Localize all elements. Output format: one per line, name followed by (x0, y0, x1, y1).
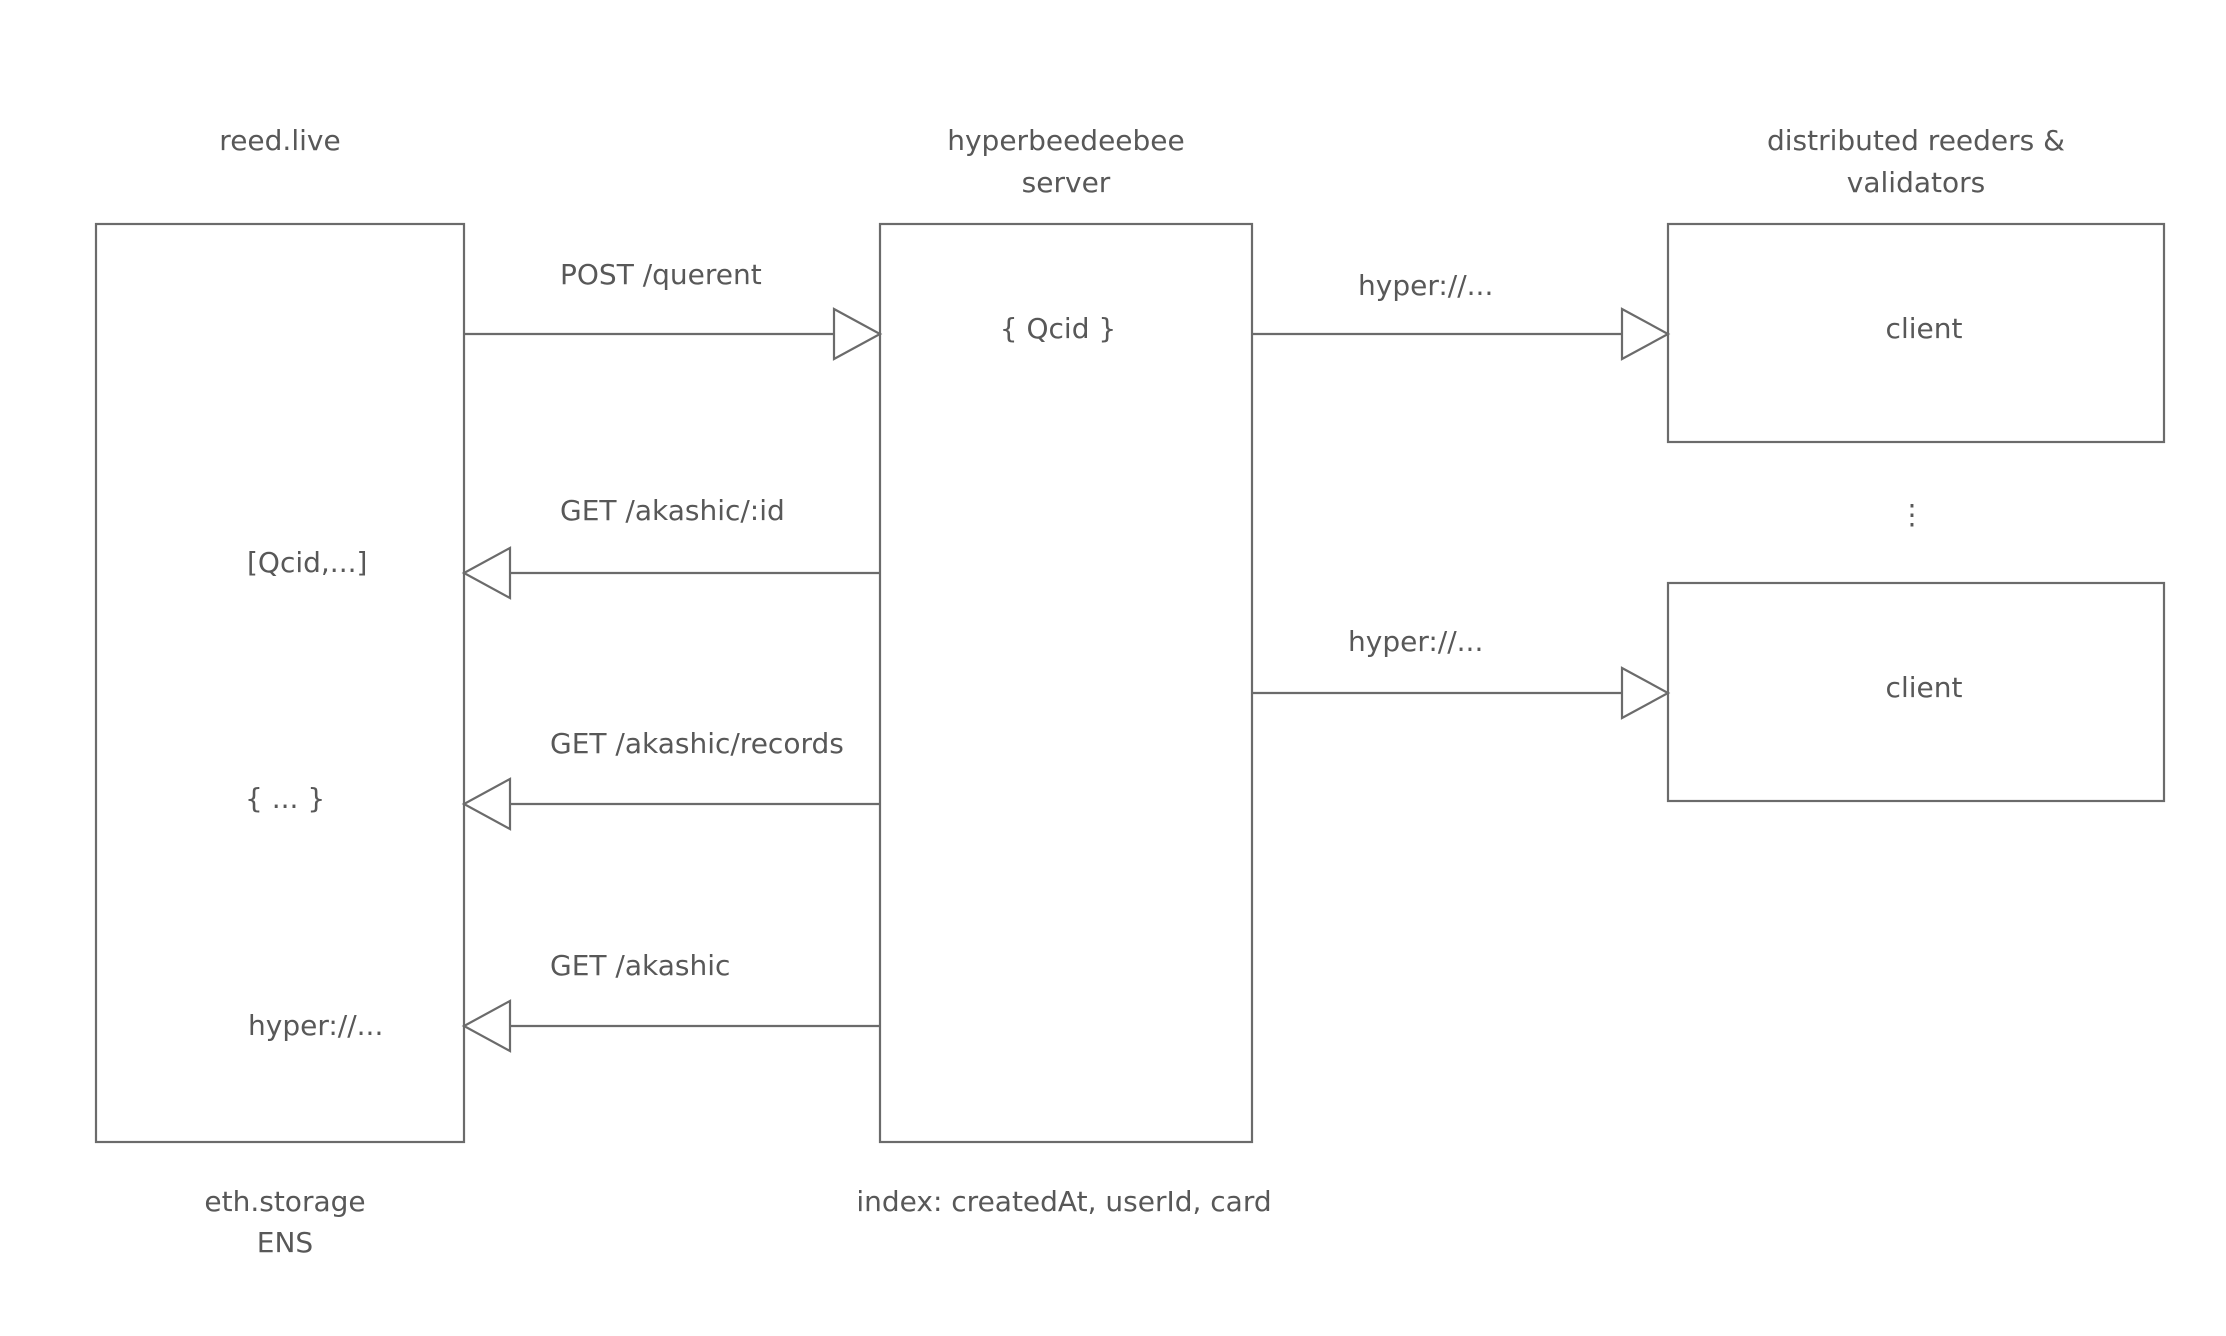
edge-label-post-querent: POST /querent (560, 258, 762, 291)
server-box (878, 222, 1254, 1144)
edge-get-akashic: GET /akashic (461, 949, 880, 1053)
edge-get-akashic-id: GET /akashic/:id (461, 494, 880, 600)
server-title-line-2: server (1022, 166, 1111, 199)
arrowhead-right-icon (1620, 307, 1671, 361)
arrowhead-right-icon (832, 307, 883, 361)
server-footer-index: index: createdAt, userId, card (856, 1185, 1271, 1218)
client-label-2: client (1886, 671, 1963, 704)
edge-hyper-client-2: hyper://... (1252, 625, 1671, 720)
edge-hyper-client-1: hyper://... (1252, 269, 1671, 361)
edge-post-querent: POST /querent (464, 258, 883, 361)
arrowhead-right-icon (1620, 666, 1671, 720)
reed-item-hyper-link: hyper://... (248, 1009, 383, 1042)
reed-item-qcid-list: [Qcid,...] (247, 546, 367, 579)
clients-ellipsis: ⋮ (1898, 498, 1926, 531)
edge-label-get-akashic-id: GET /akashic/:id (560, 494, 785, 527)
edge-get-akashic-records: GET /akashic/records (461, 727, 880, 831)
edge-label-hyper-client-2: hyper://... (1348, 625, 1483, 658)
server-title-line-1: hyperbeedeebee (947, 124, 1185, 157)
clients-title-line-1: distributed reeders & (1767, 124, 2065, 157)
client-box-2 (1666, 581, 2166, 803)
clients-title-line-2: validators (1847, 166, 1985, 199)
edge-label-get-akashic-records: GET /akashic/records (550, 727, 844, 760)
reed-box (94, 222, 466, 1144)
reed-footer-ens: ENS (257, 1226, 313, 1259)
arrowhead-left-icon (461, 777, 512, 831)
reed-footer-eth-storage: eth.storage (204, 1185, 365, 1218)
arrowhead-left-icon (461, 999, 512, 1053)
client-label-1: client (1886, 312, 1963, 345)
server-content-qcid: { Qcid } (1000, 312, 1116, 345)
edge-label-hyper-client-1: hyper://... (1358, 269, 1493, 302)
edge-label-get-akashic: GET /akashic (550, 949, 730, 982)
reed-title: reed.live (219, 124, 340, 157)
reed-item-object: { ... } (245, 782, 325, 815)
arrowhead-left-icon (461, 546, 512, 600)
client-box-1 (1666, 222, 2166, 444)
